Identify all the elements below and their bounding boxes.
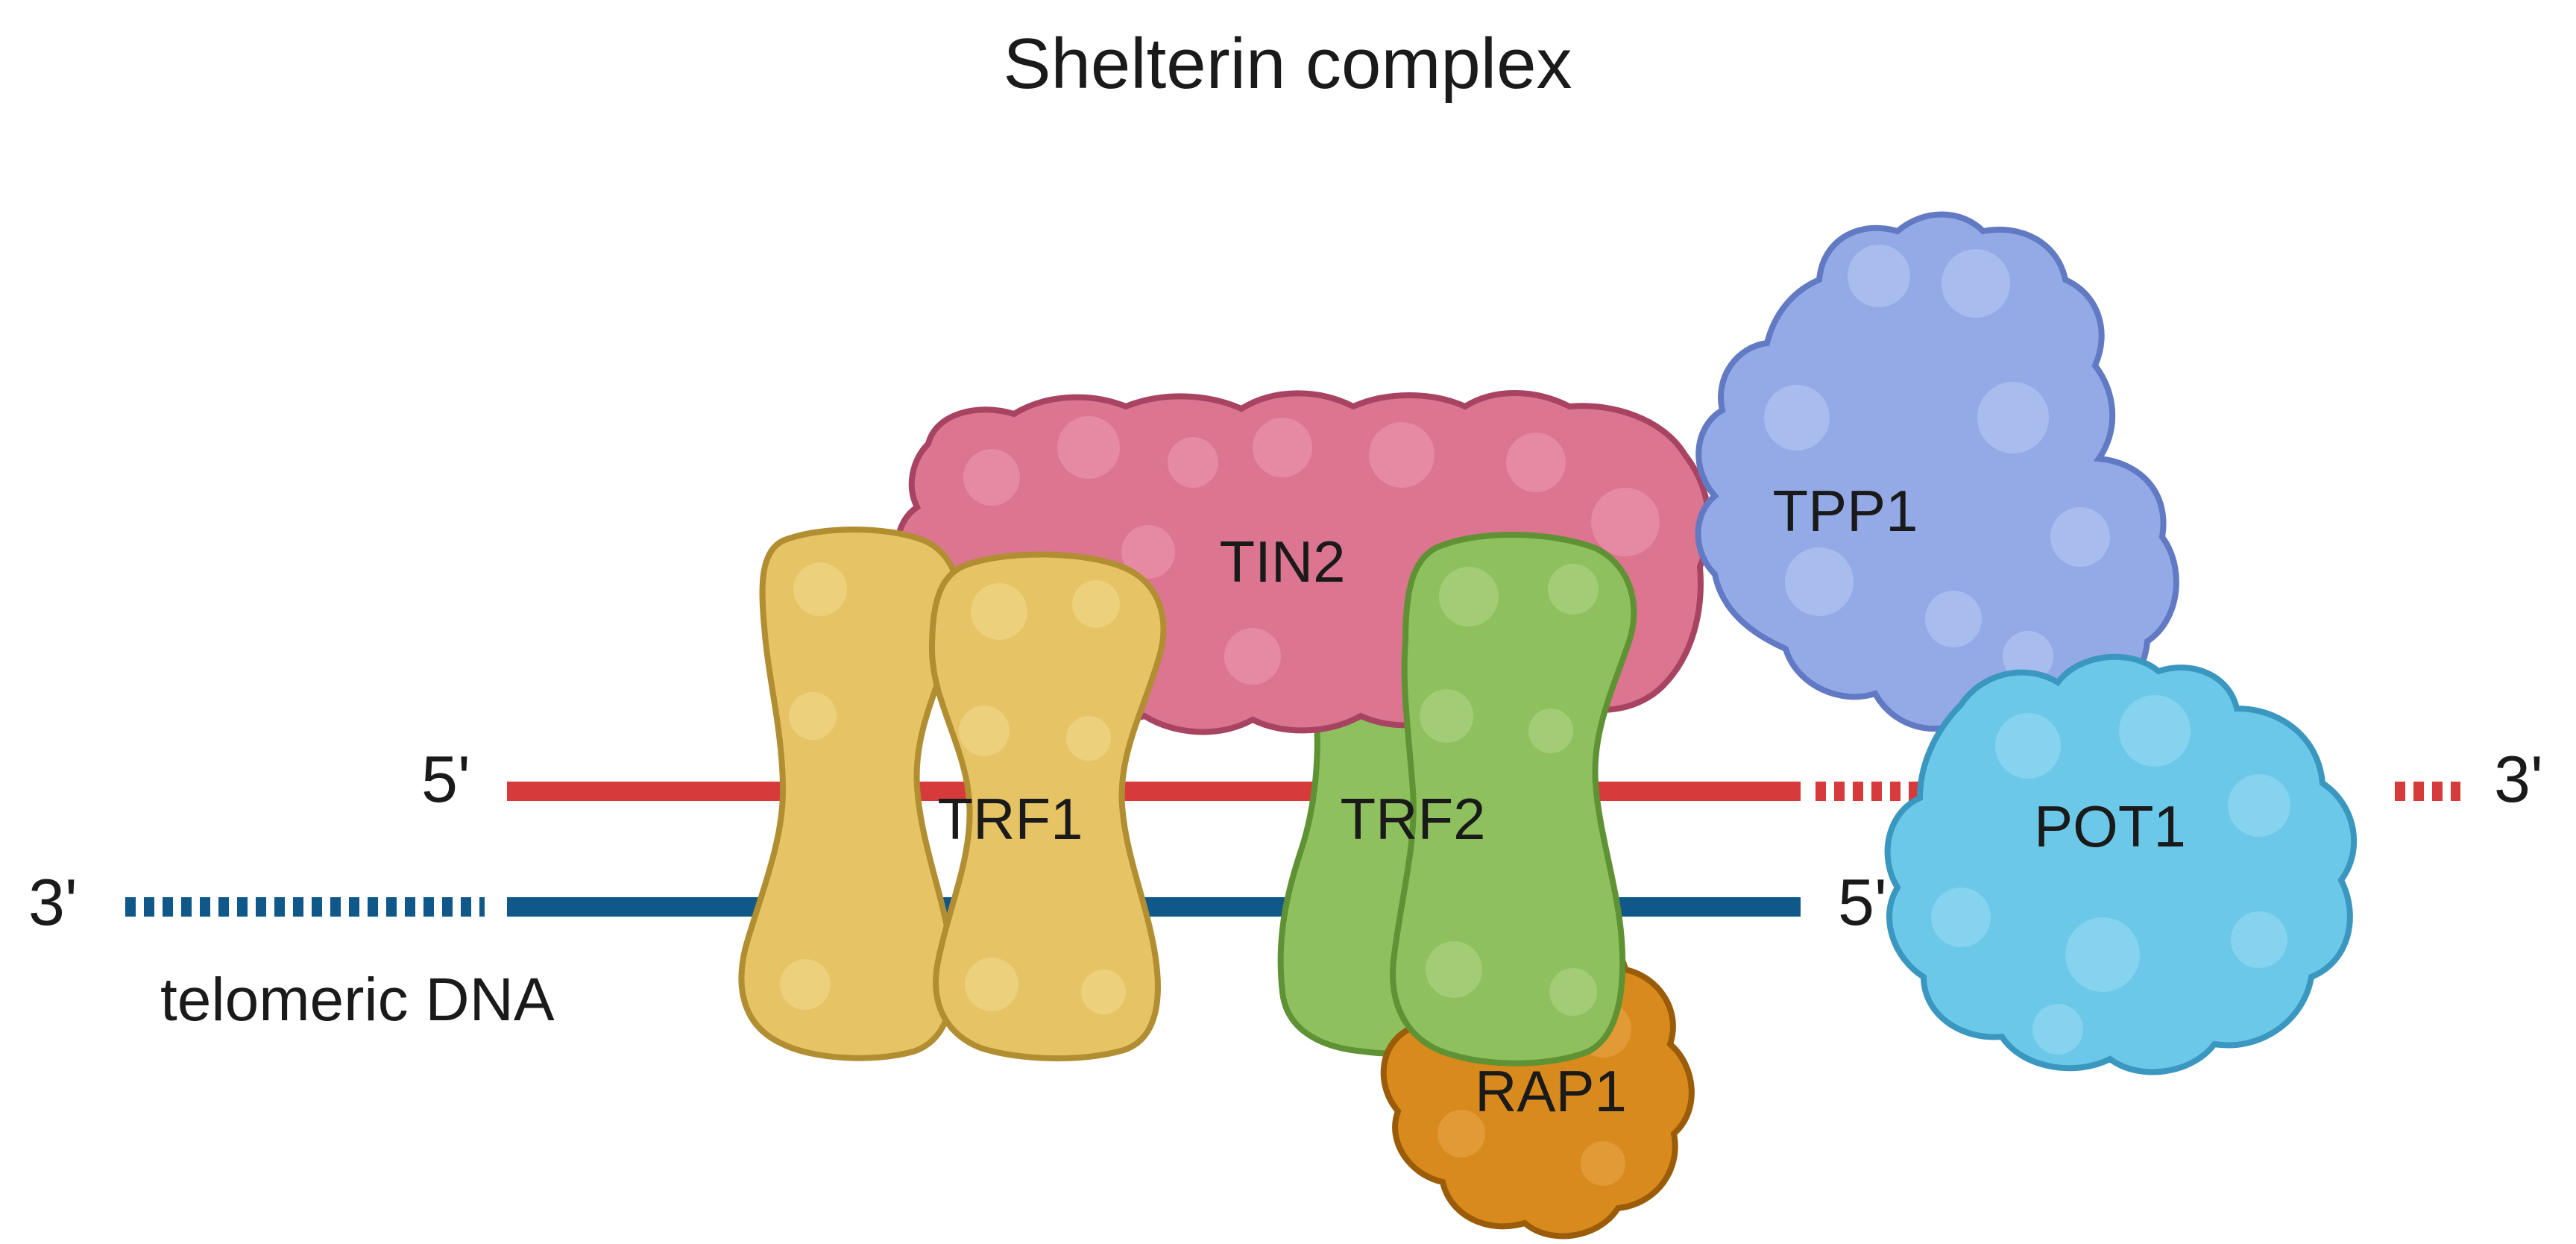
telomeric-dna-label: telomeric DNA (160, 966, 555, 1034)
top-strand-3prime-label: 3' (2494, 742, 2543, 816)
bottom-strand-3prime-label: 3' (28, 865, 78, 939)
diagram-title: Shelterin complex (1003, 24, 1572, 104)
bottom-strand-5prime-label: 5' (1838, 865, 1887, 939)
tpp1-protein: TPP1 (1695, 211, 2179, 739)
tin2-label: TIN2 (1219, 529, 1345, 594)
trf1-label: TRF1 (938, 786, 1083, 852)
pot1-label: POT1 (2034, 794, 2186, 859)
trf2-label: TRF2 (1341, 786, 1486, 852)
trf2-protein: TRF2 (1341, 532, 1637, 1066)
rap1-label: RAP1 (1475, 1058, 1627, 1124)
top-strand-5prime-label: 5' (421, 742, 470, 816)
pot1-protein: POT1 (1884, 653, 2358, 1075)
tpp1-label: TPP1 (1772, 478, 1918, 544)
trf1-protein: TRF1 (928, 551, 1167, 1062)
